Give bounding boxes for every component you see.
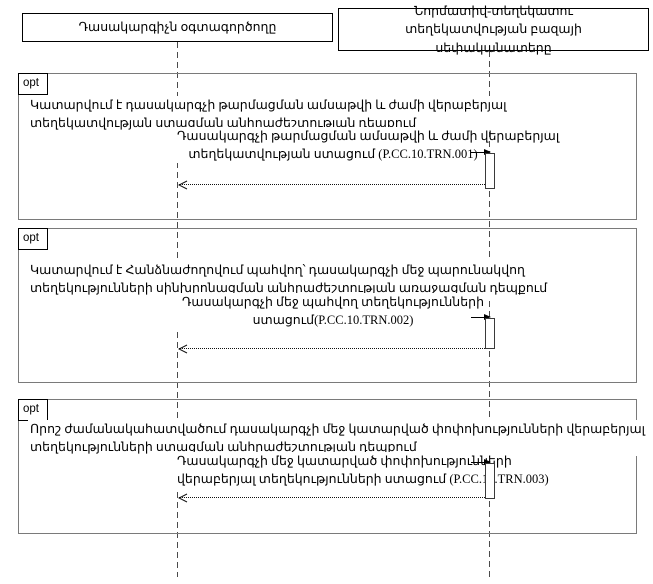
message-line-1: Դասակարգչի մեջ կատարված փոփոխությունների [177, 454, 512, 468]
call-arrow-icon [471, 314, 491, 320]
opt-operator-label: opt [18, 73, 48, 95]
message-line-2: ստացում(P.CC.10.TRN.002) [252, 313, 414, 327]
message-label: Դասակարգչի թարմացման ամսաթվի և ժամի վերա… [177, 127, 560, 163]
return-arrow [178, 344, 485, 354]
guard-line-1: Որոշ ժամանակահատվածում դասակարգչի մեջ կա… [30, 422, 646, 436]
participant-nsi-owner: Նորմատիվ-տեղեկատու տեղեկատվության բազայի… [338, 4, 649, 55]
guard-line-2: տեղեկությունների ստացման անհրաժեշտության… [30, 440, 417, 454]
participant-label: Նորմատիվ-տեղեկատու տեղեկատվության բազայի… [405, 4, 582, 55]
opt-fragment-3: opt Որոշ ժամանակահատվածում դասակարգչի մե… [18, 399, 648, 534]
message-line-2: վերաբերյալ տեղեկությունների ստացում (P.C… [177, 472, 549, 486]
guard-condition: Որոշ ժամանակահատվածում դասակարգչի մեջ կա… [28, 420, 648, 456]
opt-operator-label: opt [18, 399, 48, 421]
call-arrow-icon [471, 149, 491, 155]
activation-bar [485, 153, 495, 189]
guard-line-1: Կատարվում է դասակարգչի թարմացման ամսաթվի… [30, 98, 507, 112]
call-arrow-icon [471, 459, 491, 465]
guard-condition: Կատարվում է դասակարգչի թարմացման ամսաթվի… [28, 96, 509, 132]
participant-label: Դասակարգիչն օգտագործողը [78, 20, 277, 35]
opt-operator-label: opt [18, 228, 48, 250]
guard-line-2: տեղեկատվության ստացման անհրաժեշտության դ… [30, 116, 417, 130]
message-line-2: տեղեկատվության ստացում (P.CC.10.TRN.001) [188, 147, 478, 161]
return-arrowhead-icon [178, 344, 188, 354]
message-label: Դասակարգչի մեջ պահվող տեղեկությունների ս… [177, 293, 489, 329]
message-line-1: Դասակարգչի մեջ պահվող տեղեկությունների [182, 295, 484, 309]
opt-fragment-1: opt Կատարվում է դասակարգչի թարմացման ամս… [18, 73, 637, 220]
activation-bar [485, 463, 495, 499]
return-arrow [178, 493, 485, 503]
return-arrowhead-icon [178, 493, 188, 503]
guard-line-1: Կատարվում է Հանձնաժողովում պահվող՝ դասակ… [30, 263, 525, 277]
guard-condition: Կատարվում է Հանձնաժողովում պահվող՝ դասակ… [28, 261, 550, 297]
participant-classifier-user: Դասակարգիչն օգտագործողը [22, 13, 333, 42]
return-arrowhead-icon [178, 180, 188, 190]
opt-fragment-2: opt Կատարվում է Հանձնաժողովում պահվող՝ դ… [18, 228, 637, 383]
message-label: Դասակարգչի մեջ կատարված փոփոխությունների… [177, 452, 549, 488]
activation-bar [485, 318, 495, 349]
guard-line-2: տեղեկությունների սինխրոնացման անհրաժեշտո… [30, 281, 548, 295]
return-arrow [178, 180, 485, 190]
message-line-1: Դասակարգչի թարմացման ամսաթվի և ժամի վերա… [177, 129, 560, 143]
